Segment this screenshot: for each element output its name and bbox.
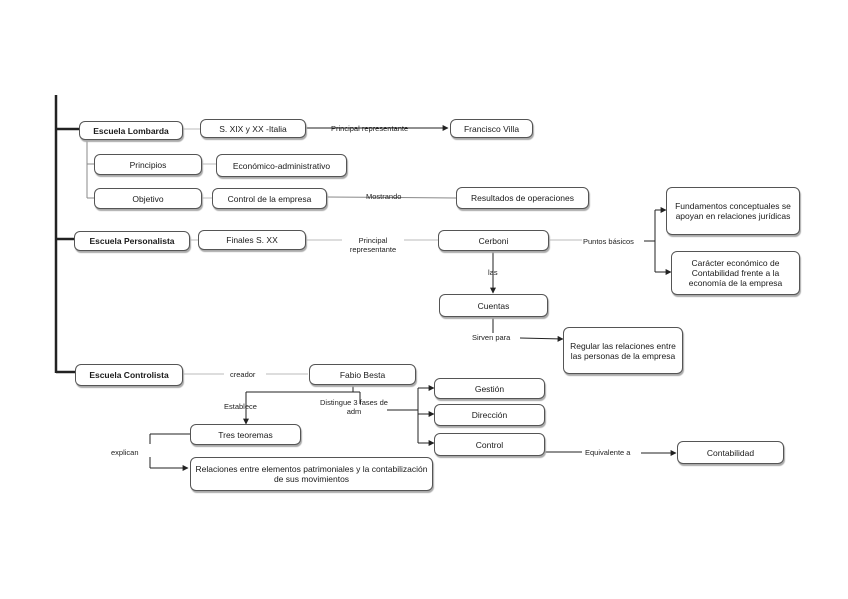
lombarda-principles: Principios [94, 154, 202, 175]
personalista-rep-label: Principal representante [349, 236, 397, 254]
lombarda-century: S. XIX y XX -Italia [200, 119, 306, 138]
school-controlista: Escuela Controlista [75, 364, 183, 386]
controlista-creator: Fabio Besta [309, 364, 416, 385]
controlista-relations: Relaciones entre elementos patrimoniales… [190, 457, 433, 491]
personalista-serve-label: Sirven para [472, 333, 511, 342]
controlista-phase-control: Control [434, 433, 545, 456]
controlista-distinguishes-label: Distingue 3 fases de adm [320, 398, 388, 416]
controlista-phase-direccion: Dirección [434, 404, 545, 426]
school-personalista: Escuela Personalista [74, 231, 190, 251]
personalista-regulate: Regular las relaciones entre las persona… [563, 327, 683, 374]
controlista-phase-gestion: Gestión [434, 378, 545, 399]
lombarda-objective-value: Control de la empresa [212, 188, 327, 209]
personalista-accounts: Cuentas [439, 294, 548, 317]
controlista-equivalent-label: Equivalente a [585, 448, 631, 457]
lombarda-results: Resultados de operaciones [456, 187, 589, 209]
personalista-las-label: las [488, 268, 498, 277]
personalista-economic-character: Carácter económico de Contabilidad frent… [671, 251, 800, 295]
personalista-fundamentals: Fundamentos conceptuales se apoyan en re… [666, 187, 800, 235]
lombarda-objective: Objetivo [94, 188, 202, 209]
lombarda-showing-label: Mostrando [366, 192, 402, 201]
controlista-accounting: Contabilidad [677, 441, 784, 464]
controlista-establishes-label: Establece [224, 402, 257, 411]
lombarda-rep-label: Principal representante [331, 124, 409, 133]
controlista-explain-label: explican [111, 448, 139, 457]
controlista-theorems: Tres teoremas [190, 424, 301, 445]
lombarda-principles-value: Económico-administrativo [216, 154, 347, 177]
personalista-points-label: Puntos básicos [583, 237, 634, 246]
school-lombarda: Escuela Lombarda [79, 121, 183, 140]
personalista-representative: Cerboni [438, 230, 549, 251]
lombarda-representative: Francisco Villa [450, 119, 533, 138]
controlista-creator-label: creador [230, 370, 256, 379]
personalista-century: Finales S. XX [198, 230, 306, 250]
